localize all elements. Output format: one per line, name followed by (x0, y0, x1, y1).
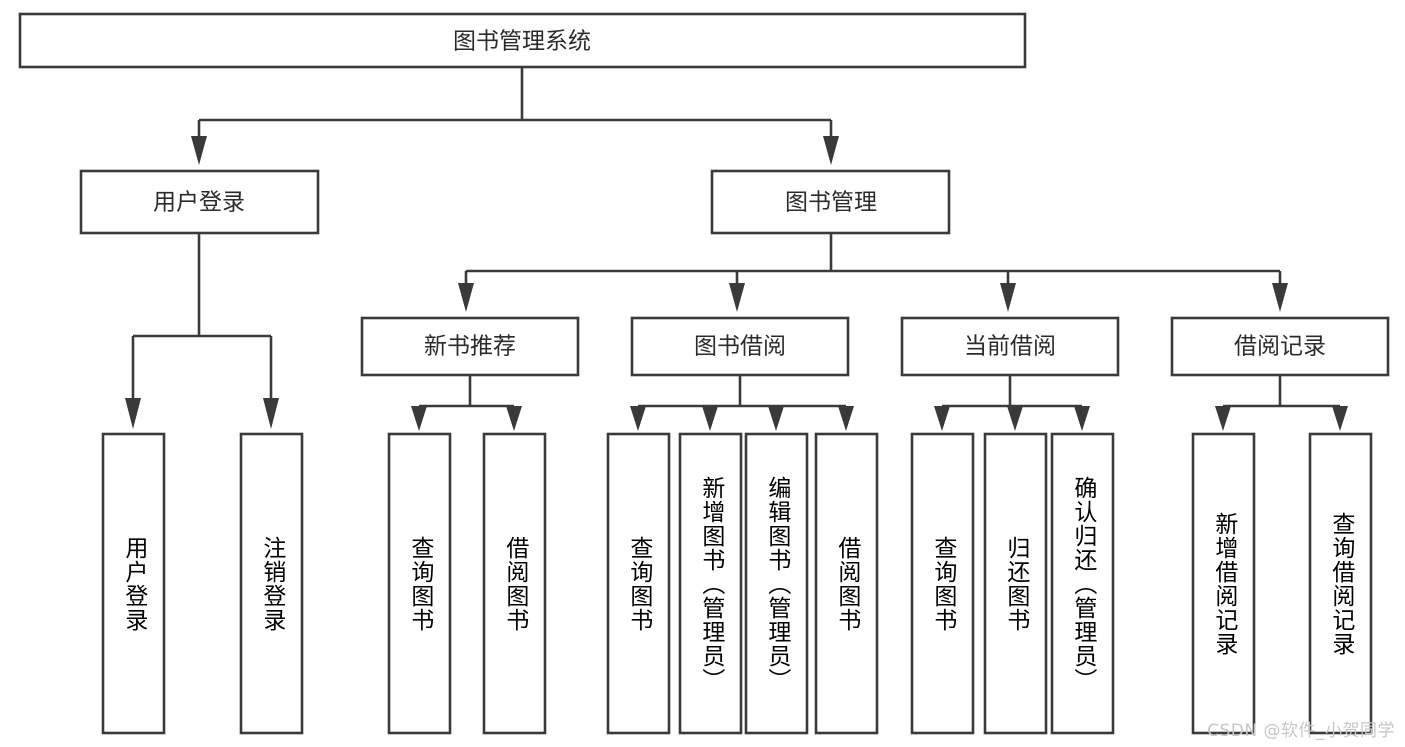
node-borrow-record[interactable]: 借阅记录 (1170, 316, 1390, 377)
leaf-user-logout-label: 注销登录 (258, 535, 285, 632)
node-current-borrow-box[interactable] (900, 316, 1120, 377)
node-book-borrow[interactable]: 图书借阅 (630, 316, 850, 377)
arrow-head-book-borrow (729, 283, 745, 312)
node-root-label: 图书管理系统 (453, 29, 591, 55)
leaf-edit-book-label: 编辑图书（管理员） (763, 475, 790, 692)
node-new-book-recommend-label: 新书推荐 (424, 334, 516, 360)
arrow-head-current-borrow (1000, 283, 1016, 312)
leaf-add-record-box[interactable] (1191, 432, 1256, 735)
leaf-query-book-2-box[interactable] (606, 432, 671, 735)
leaf-confirm-return-label: 确认归还（管理员） (1069, 475, 1096, 692)
arrow-head-leaf-borrow-book-1 (506, 406, 522, 431)
node-borrow-record-label: 借阅记录 (1234, 334, 1326, 360)
leaf-query-book-3-label: 查询图书 (929, 535, 956, 632)
edge-group-new-book-recommend (411, 375, 522, 431)
edge-group-user-login (125, 233, 279, 429)
edge-group-root (191, 67, 839, 165)
arrow-head-leaf-query-book-1 (411, 406, 427, 431)
edge-group-borrow-record (1215, 375, 1348, 431)
node-current-borrow[interactable]: 当前借阅 (900, 316, 1120, 377)
leaf-confirm-return-box[interactable] (1050, 432, 1115, 735)
leaf-node-group: 用户登录 注销登录 查询图书 借阅图书 (101, 432, 1373, 735)
arrow-head-borrow-record (1272, 283, 1288, 312)
arrow-head-leaf-add-record (1215, 406, 1231, 431)
leaf-add-book-label: 新增图书（管理员） (697, 475, 724, 692)
leaf-user-login-label: 用户登录 (120, 535, 147, 632)
arrow-head-book-manage (823, 136, 839, 165)
arrow-head-leaf-borrow-book-2 (838, 406, 854, 431)
node-book-manage-label: 图书管理 (785, 190, 877, 216)
leaf-query-book-3-box[interactable] (910, 432, 975, 735)
leaf-edit-book-box[interactable] (744, 432, 809, 735)
arrow-head-leaf-query-book-2 (630, 406, 646, 431)
node-root-box[interactable] (18, 12, 1027, 69)
leaf-query-book-2-label: 查询图书 (625, 535, 652, 632)
arrow-head-leaf-query-book-3 (934, 406, 950, 431)
leaf-add-record-label: 新增借阅记录 (1210, 511, 1237, 656)
node-new-book-recommend[interactable]: 新书推荐 (360, 316, 580, 377)
leaf-query-book-1-label: 查询图书 (406, 535, 433, 632)
node-root[interactable]: 图书管理系统 (18, 12, 1027, 69)
arrow-head-leaf-user-login (125, 398, 141, 429)
leaf-query-book-1-box[interactable] (387, 432, 452, 735)
arrow-head-leaf-query-record (1332, 406, 1348, 431)
arrow-head-leaf-edit-book (768, 406, 784, 431)
arrow-head-leaf-user-logout (263, 398, 279, 429)
node-borrow-record-box[interactable] (1170, 316, 1390, 377)
node-user-login-label: 用户登录 (153, 190, 245, 216)
leaf-borrow-book-1-label: 借阅图书 (501, 535, 528, 632)
arrow-head-leaf-add-book (702, 406, 718, 431)
arrow-head-leaf-confirm-return (1074, 406, 1090, 431)
leaf-borrow-book-2-label: 借阅图书 (833, 535, 860, 632)
leaf-borrow-book-2-box[interactable] (814, 432, 879, 735)
arrow-head-leaf-return-book (1007, 406, 1023, 431)
leaf-user-logout-box[interactable] (239, 432, 304, 735)
node-user-login-box[interactable] (79, 169, 320, 235)
node-book-manage-box[interactable] (710, 169, 951, 235)
edge-group-book-manage (458, 233, 1288, 312)
leaf-borrow-book-1-box[interactable] (482, 432, 547, 735)
arrow-head-user-login (191, 136, 207, 165)
node-new-book-recommend-box[interactable] (360, 316, 580, 377)
leaf-return-book-label: 归还图书 (1002, 535, 1029, 632)
leaf-add-book-box[interactable] (678, 432, 743, 735)
edge-group-book-borrow (630, 375, 854, 431)
edge-group-current-borrow (934, 375, 1090, 431)
leaf-return-book-box[interactable] (983, 432, 1048, 735)
csdn-watermark: CSDN @软件_小贺同学 (1207, 721, 1395, 741)
node-user-login[interactable]: 用户登录 (79, 169, 320, 235)
node-current-borrow-label: 当前借阅 (964, 334, 1056, 360)
leaf-query-record-box[interactable] (1308, 432, 1373, 735)
arrow-head-new-book-recommend (458, 283, 474, 312)
leaf-user-login-box[interactable] (101, 432, 166, 735)
node-book-borrow-label: 图书借阅 (694, 334, 786, 360)
node-book-borrow-box[interactable] (630, 316, 850, 377)
leaf-query-record-label: 查询借阅记录 (1327, 511, 1354, 656)
node-book-manage[interactable]: 图书管理 (710, 169, 951, 235)
